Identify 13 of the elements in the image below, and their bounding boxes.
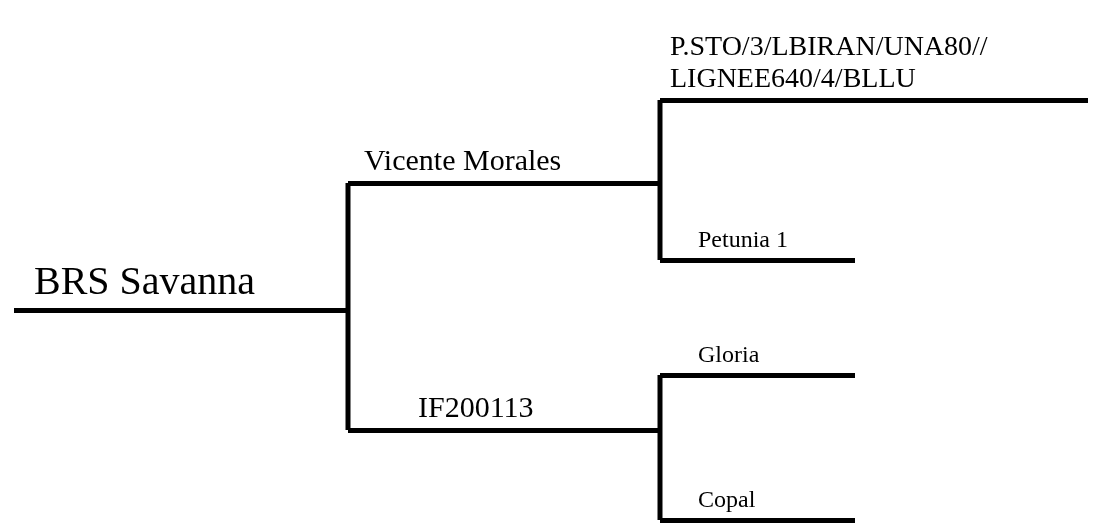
cultivar-name: Copal [698,486,756,515]
cultivar-name: Vicente Morales [364,142,562,178]
cultivar-name: Gloria [698,341,760,370]
cultivar-name: Petunia 1 [698,226,788,255]
cultivar-name: IF200113 [418,389,534,425]
connector-line [345,310,351,433]
cultivar-name: P.STO/3/LBIRAN/UNA80// LIGNEE640/4/BLLU [670,29,989,95]
connector-line [657,183,663,263]
cultivar-name: BRS Savanna [34,258,256,305]
connector-line [345,180,351,310]
connector-line [657,97,663,183]
connector-line [657,372,663,430]
connector-line [657,430,663,523]
